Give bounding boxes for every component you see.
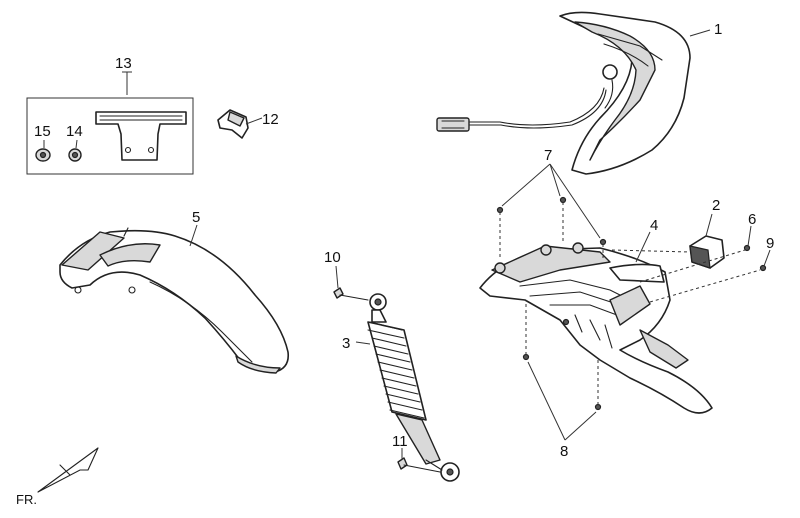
callout-11: 11 [392, 433, 408, 450]
callout-6: 6 [748, 211, 756, 228]
screws-8 [522, 300, 602, 411]
callout-5: 5 [192, 209, 200, 226]
callout-12: 12 [262, 111, 279, 128]
direction-label: FR. [16, 492, 37, 507]
rear-fender-frame [479, 242, 713, 414]
callout-4: 4 [650, 217, 658, 234]
license-plate-bracket [95, 111, 187, 161]
callout-8: 8 [560, 443, 568, 460]
screw-6 [743, 244, 751, 252]
callout-13: 13 [115, 55, 132, 72]
front-fender [59, 227, 290, 374]
rear-shock-absorber [367, 293, 460, 482]
clip-12 [217, 109, 249, 139]
bolt-10 [333, 287, 369, 301]
callout-10: 10 [324, 249, 341, 266]
callout-9: 9 [766, 235, 774, 252]
screw-9 [759, 264, 767, 272]
reflector-2 [689, 235, 725, 269]
callout-14: 14 [66, 123, 83, 140]
callout-15: 15 [34, 123, 51, 140]
front-direction-arrow-icon [37, 447, 99, 493]
washer-15 [35, 148, 51, 162]
nut-14 [68, 148, 82, 162]
inset-box-13 [26, 97, 194, 175]
callout-1: 1 [714, 21, 722, 38]
screws-7 [496, 196, 607, 260]
callout-3: 3 [342, 335, 350, 352]
callout-2: 2 [712, 197, 720, 214]
callout-7: 7 [544, 147, 552, 164]
tail-light-assembly [436, 11, 691, 175]
